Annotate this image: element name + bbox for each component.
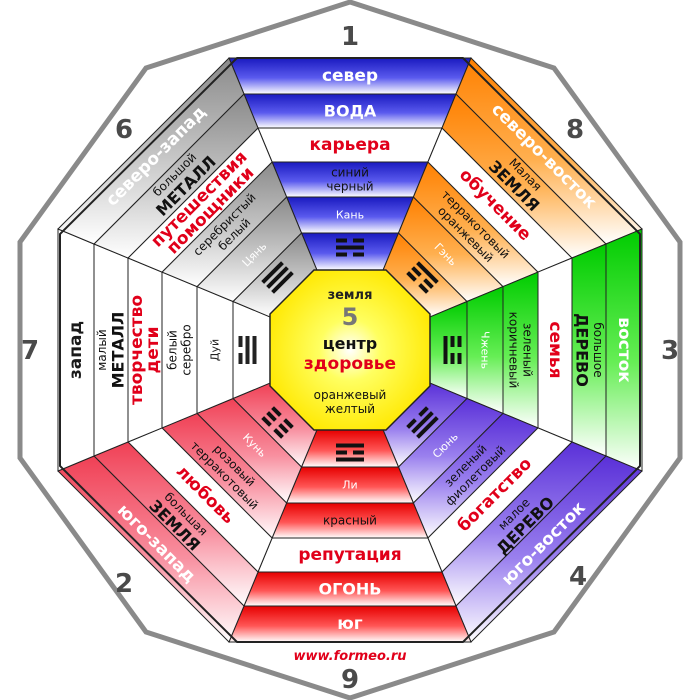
trigram-name-e: Чжень	[479, 331, 492, 369]
element-label-w: МЕТАЛЛ	[109, 312, 128, 389]
trigram-icon-nw	[261, 261, 294, 294]
color-label-n-2: черный	[326, 180, 373, 194]
life-area-label-e: семья	[545, 321, 565, 378]
trigram-icon-s	[336, 443, 364, 462]
sector-w-ring-0	[232, 300, 271, 400]
direction-label-n: север	[322, 66, 378, 86]
life-area-label-w-2: дети	[143, 326, 163, 373]
trigram-icon-w	[238, 336, 257, 364]
color-label-w-1: белый	[166, 330, 180, 370]
direction-label-s: юг	[337, 614, 363, 634]
sector-southwest: юго-западбольшаяЗЕМЛЯлюбовьрозовыйтеррак…	[57, 382, 318, 643]
center-element: земля	[328, 288, 373, 303]
center-title: центр	[323, 334, 378, 353]
sector-number-w: 7	[21, 336, 39, 366]
life-area-label-w-1: творчество	[127, 295, 147, 405]
center-octagon	[269, 269, 431, 431]
life-area-label-n: карьера	[309, 135, 390, 155]
center-color-2: желтый	[325, 402, 375, 416]
sector-nw-ring-5	[57, 57, 245, 245]
outer-octagon-outline	[59, 57, 641, 643]
sector-e-ring-0	[429, 300, 468, 400]
sector-northwest: северо-западбольшойМЕТАЛЛпутешествияпомо…	[57, 57, 318, 318]
trigram-icon-ne	[406, 261, 439, 294]
sector-number-e: 3	[661, 336, 679, 366]
center-color-1: оранжевый	[314, 388, 387, 402]
sector-number-se: 4	[569, 562, 587, 592]
trigram-name-n: Кань	[336, 209, 364, 222]
sector-number-ne: 8	[566, 115, 584, 145]
color-label-n-1: синий	[331, 166, 369, 180]
footer-url[interactable]: www.formeo.ru	[293, 649, 406, 664]
trigram-name-w: Дуй	[209, 339, 222, 361]
center-life-area: здоровье	[304, 354, 396, 374]
sector-number-s: 9	[341, 665, 359, 695]
element-sub-label-w: малый	[95, 329, 109, 370]
direction-label-e: восток	[614, 317, 634, 383]
trigram-name-s: Ли	[342, 479, 357, 492]
sector-number-sw: 2	[115, 569, 133, 599]
center-number: 5	[342, 303, 359, 331]
color-label-e-1: зеленый	[521, 323, 535, 377]
life-area-label-s: репутация	[298, 545, 401, 565]
element-label-s: ОГОНЬ	[319, 580, 382, 599]
color-label-w-2: серебро	[180, 324, 194, 375]
trigram-icon-e	[443, 336, 462, 364]
color-label-s-1: красный	[323, 514, 377, 528]
trigram-icon-n	[336, 238, 364, 257]
sector-number-nw: 6	[115, 115, 133, 145]
trigram-icon-sw	[261, 406, 294, 439]
sector-south: юг ОГОНЬ репутация красный Ли	[228, 429, 472, 643]
trigram-icon-se	[406, 406, 439, 439]
sector-n-ring-0	[300, 232, 400, 271]
element-label-e: ДЕРЕВО	[573, 313, 592, 387]
element-label-n: ВОДА	[324, 102, 377, 121]
color-label-e-2: коричневый	[507, 312, 521, 389]
direction-label-w: запад	[66, 321, 86, 379]
element-sub-label-e: большое	[591, 322, 605, 377]
sector-number-n: 1	[341, 22, 359, 52]
